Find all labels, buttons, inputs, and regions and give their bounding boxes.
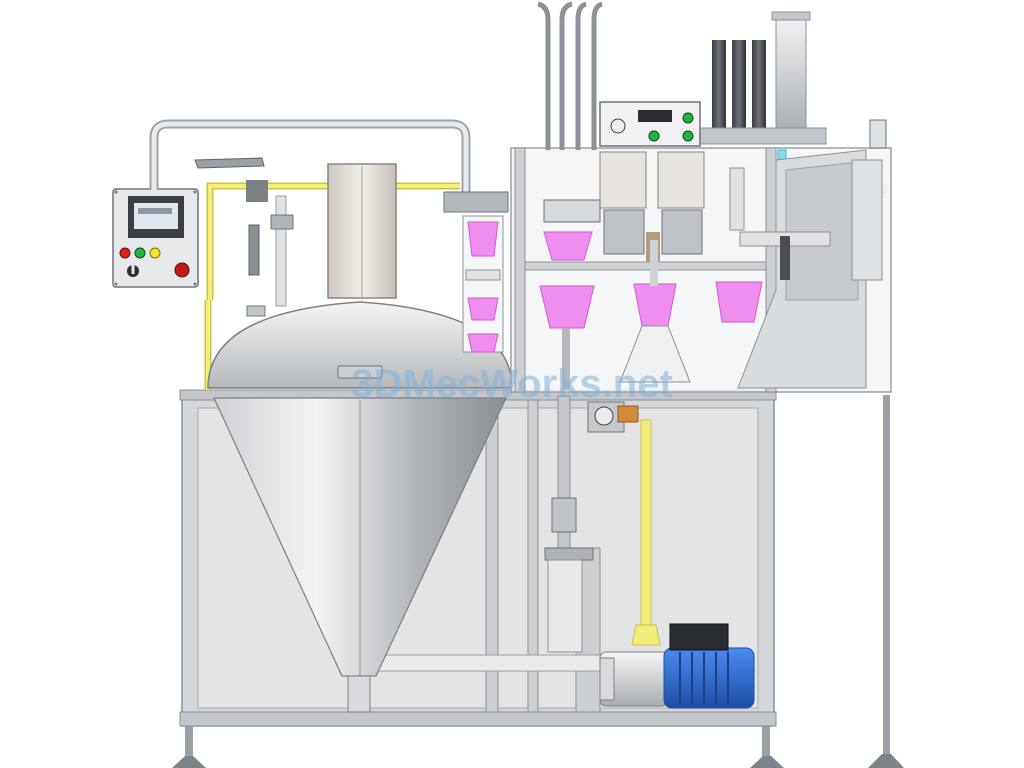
cup-dispenser	[443, 191, 509, 353]
green-button-icon-2	[682, 130, 694, 142]
conical-tank	[207, 163, 513, 713]
dial-icon	[610, 118, 626, 134]
green-button-icon	[682, 112, 694, 124]
red-lamp-icon	[119, 247, 131, 259]
actuators	[537, 1, 887, 150]
watermark: 3DMecWorks.net	[351, 362, 673, 406]
valve-handle	[194, 157, 294, 276]
piston-column	[544, 395, 639, 653]
yellow-lamp-icon	[149, 247, 161, 259]
stop-button-icon	[174, 262, 190, 278]
timer-box	[599, 101, 701, 147]
control-panel	[112, 188, 199, 288]
filling-station	[510, 147, 892, 393]
pump-motor	[599, 623, 755, 709]
green-lamp-icon	[134, 247, 146, 259]
